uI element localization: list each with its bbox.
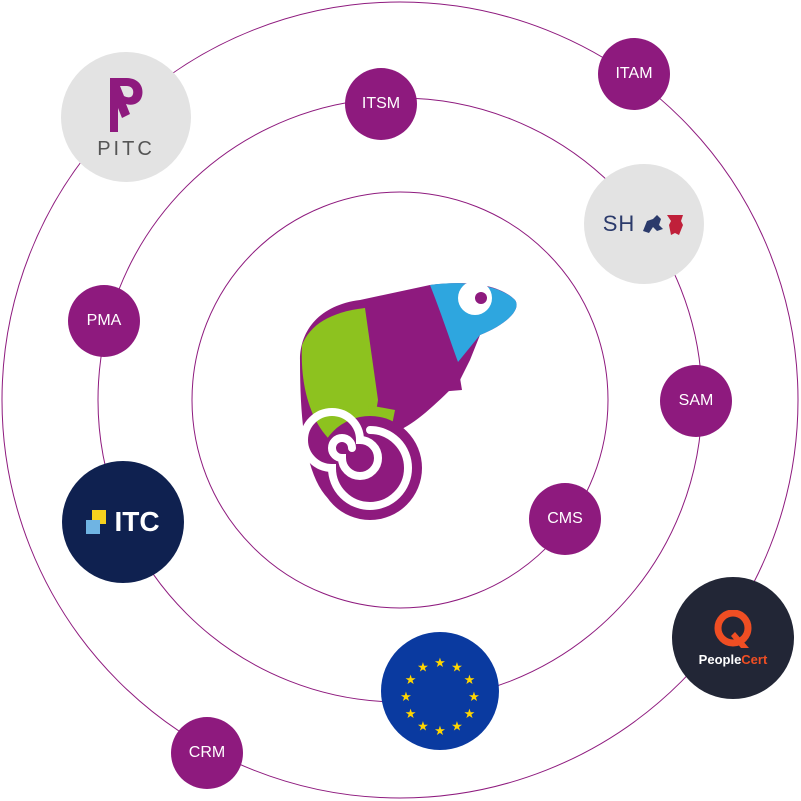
- svg-text:★: ★: [464, 673, 476, 688]
- heraldic-lion-icon: [643, 215, 684, 235]
- svg-text:★: ★: [464, 707, 476, 722]
- svg-text:★: ★: [434, 724, 446, 739]
- svg-text:★: ★: [451, 719, 463, 734]
- pma-label: PMA: [86, 312, 122, 329]
- svg-text:★: ★: [405, 707, 417, 722]
- peoplecert-label-people: People: [698, 651, 742, 667]
- svg-text:★: ★: [405, 673, 417, 688]
- eu-stars-icon: ★ ★ ★ ★ ★ ★ ★ ★ ★ ★ ★ ★: [400, 656, 480, 739]
- svg-text:★: ★: [468, 690, 480, 705]
- itc-label: ITC: [114, 506, 160, 537]
- pma-node: PMA: [68, 285, 140, 357]
- itam-node: ITAM: [598, 38, 670, 110]
- chameleon-logo: [300, 281, 517, 520]
- peoplecert-logo-node: PeopleCert: [672, 577, 794, 699]
- svg-text:★: ★: [434, 656, 446, 671]
- svg-text:★: ★: [400, 690, 412, 705]
- svg-text:★: ★: [451, 661, 463, 676]
- peoplecert-label-cert: Cert: [741, 651, 768, 667]
- itsm-label: ITSM: [361, 95, 401, 112]
- cms-label: CMS: [547, 510, 583, 527]
- sh-logo-node: SH: [584, 164, 704, 284]
- sh-label: SH: [602, 211, 636, 236]
- squares-icon: [86, 510, 107, 534]
- sam-label: SAM: [678, 392, 714, 409]
- horse-knight-icon: [110, 77, 143, 132]
- inner-orbit: [191, 191, 609, 609]
- crm-node: CRM: [171, 717, 243, 789]
- itsm-node: ITSM: [345, 68, 417, 140]
- svg-text:★: ★: [417, 719, 429, 734]
- itc-logo-node: ITC: [62, 461, 184, 583]
- itam-label: ITAM: [615, 65, 653, 82]
- pitc-logo-node: PITC: [61, 52, 191, 182]
- crm-label: CRM: [188, 744, 226, 761]
- pitc-label: PITC: [97, 137, 155, 160]
- eu-logo-node: ★ ★ ★ ★ ★ ★ ★ ★ ★ ★ ★ ★: [381, 632, 499, 750]
- peoplecert-label: PeopleCert: [699, 652, 768, 667]
- svg-text:★: ★: [417, 661, 429, 676]
- sam-node: SAM: [660, 365, 732, 437]
- speech-bubble-q-icon: [714, 609, 752, 648]
- cms-node: CMS: [529, 483, 601, 555]
